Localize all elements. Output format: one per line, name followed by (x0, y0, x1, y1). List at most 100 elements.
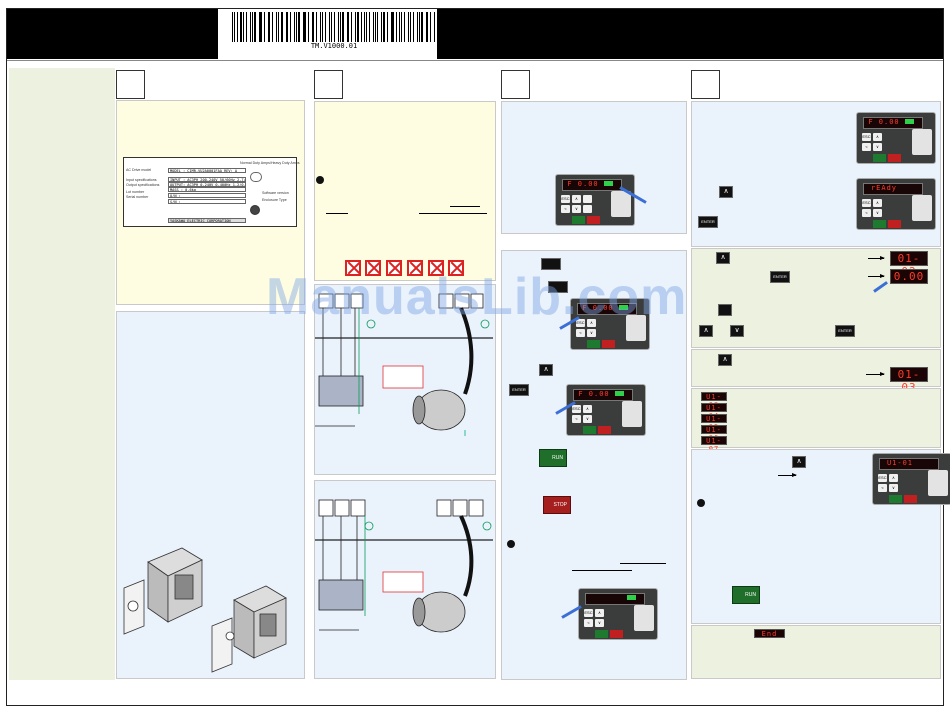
stop-key[interactable] (888, 220, 901, 228)
down-key[interactable]: ∨ (572, 205, 581, 213)
drive-cover-illustration (123, 547, 287, 673)
prohibited-icon (407, 260, 423, 276)
row-mass: MASS : 0.6kg (168, 187, 246, 192)
status-led (905, 119, 914, 124)
enter-key-icon: ENTER (698, 216, 718, 228)
fwdrev-key[interactable] (583, 195, 592, 203)
run-key[interactable] (595, 630, 608, 638)
barcode-bar (372, 12, 374, 42)
barcode-bar (381, 12, 383, 42)
esc-key[interactable]: ESC (576, 319, 585, 327)
run-key[interactable] (873, 220, 886, 228)
stop-button-icon: STOP (543, 496, 571, 514)
keypad-readout: F 0.00 (582, 304, 614, 312)
stop-key[interactable] (610, 630, 623, 638)
underline (326, 213, 348, 214)
barcode-bar (356, 12, 359, 42)
run-key[interactable] (889, 495, 902, 503)
keypad-illustration: F 0.00 ESC ∧ < ∨ (856, 112, 936, 164)
enter-key-icon: ENTER (835, 325, 855, 337)
header-band-right (437, 9, 943, 59)
esc-key[interactable]: ESC (572, 405, 581, 413)
up-key[interactable]: ∧ (572, 195, 581, 203)
barcode-bar (254, 12, 256, 42)
prohibited-icon (428, 260, 444, 276)
prohibited-icon (448, 260, 464, 276)
barcode-bar (269, 12, 271, 42)
up-key[interactable]: ∧ (595, 609, 604, 617)
up-key-icon: ∧ (716, 252, 730, 264)
shift-key[interactable]: < (862, 143, 871, 151)
barcode-bar (434, 12, 435, 42)
down-key[interactable]: ∨ (587, 329, 596, 337)
run-key[interactable] (583, 426, 596, 434)
shift-key[interactable]: < (576, 329, 585, 337)
barcode-bar (324, 12, 326, 42)
stop-key[interactable] (598, 426, 611, 434)
row-model: MODEL : CIMR-VU2A0001FAA REV: A (168, 168, 246, 173)
shift-key[interactable]: < (561, 205, 570, 213)
barcode-bar (350, 12, 353, 42)
stop-key[interactable] (587, 216, 600, 224)
esc-key[interactable]: ESC (862, 199, 871, 207)
keypad-illustration: F 0.00 ESC ∧ < ∨ (566, 384, 646, 436)
keypad-readout: F 0.00 (868, 118, 900, 126)
arrow-icon (868, 256, 885, 260)
up-key-icon: ∧ (699, 325, 713, 337)
stop-key[interactable] (904, 495, 917, 503)
arrow-icon (868, 274, 885, 278)
barcode-bar (287, 12, 288, 42)
barcode-bar (399, 12, 400, 42)
shift-key[interactable]: < (572, 415, 581, 423)
barcode-bar (342, 12, 344, 42)
barcode-bar (403, 12, 405, 42)
esc-key[interactable]: ESC (584, 609, 593, 617)
keypad-display: F 0.00 (863, 117, 923, 129)
barcode-bar (333, 12, 336, 42)
barcode-bar (427, 12, 428, 42)
barcode-bar (429, 12, 432, 42)
keypad-display: rEAdy (863, 183, 923, 195)
run-key[interactable] (572, 216, 585, 224)
step-4-box (691, 70, 720, 99)
shift-key[interactable]: < (878, 484, 887, 492)
stop-key[interactable] (602, 340, 615, 348)
underline (620, 563, 666, 564)
up-key[interactable]: ∧ (587, 319, 596, 327)
enter-key[interactable] (583, 205, 592, 213)
barcode-bar (285, 12, 287, 42)
up-key[interactable]: ∧ (583, 405, 592, 413)
barcode-bar (298, 12, 300, 42)
barcode (232, 12, 436, 42)
barcode-bar (277, 12, 279, 42)
keypad-readout: F 0.00 (578, 390, 610, 398)
esc-key[interactable]: ESC (561, 195, 570, 203)
down-key[interactable]: ∨ (583, 415, 592, 423)
display-param: 01-03 (890, 367, 928, 394)
underline (572, 570, 632, 571)
up-key[interactable]: ∧ (873, 133, 882, 141)
up-key[interactable]: ∧ (889, 474, 898, 482)
esc-key[interactable]: ESC (862, 133, 871, 141)
down-key[interactable]: ∨ (873, 143, 882, 151)
down-key[interactable]: ∨ (889, 484, 898, 492)
barcode-bar (304, 12, 307, 42)
barcode-bar (374, 12, 376, 42)
esc-key[interactable]: ESC (878, 474, 887, 482)
row-input: INPUT : AC3PH 200-240V 50/60Hz 2.7/1.4A (168, 177, 246, 182)
display-value: 0.00 (890, 269, 928, 284)
up-key[interactable]: ∧ (873, 199, 882, 207)
shift-key[interactable]: < (862, 209, 871, 217)
stop-key[interactable] (888, 154, 901, 162)
status-led (615, 391, 624, 396)
tag-input: Input specifications (126, 178, 157, 182)
down-key[interactable]: ∨ (873, 209, 882, 217)
barcode-bar (276, 12, 277, 42)
run-key[interactable] (587, 340, 600, 348)
step-1-box (116, 70, 145, 99)
run-key[interactable] (873, 154, 886, 162)
barcode-bar (240, 12, 243, 42)
down-key[interactable]: ∨ (595, 619, 604, 627)
shift-key[interactable]: < (584, 619, 593, 627)
barcode-bar (348, 12, 349, 42)
